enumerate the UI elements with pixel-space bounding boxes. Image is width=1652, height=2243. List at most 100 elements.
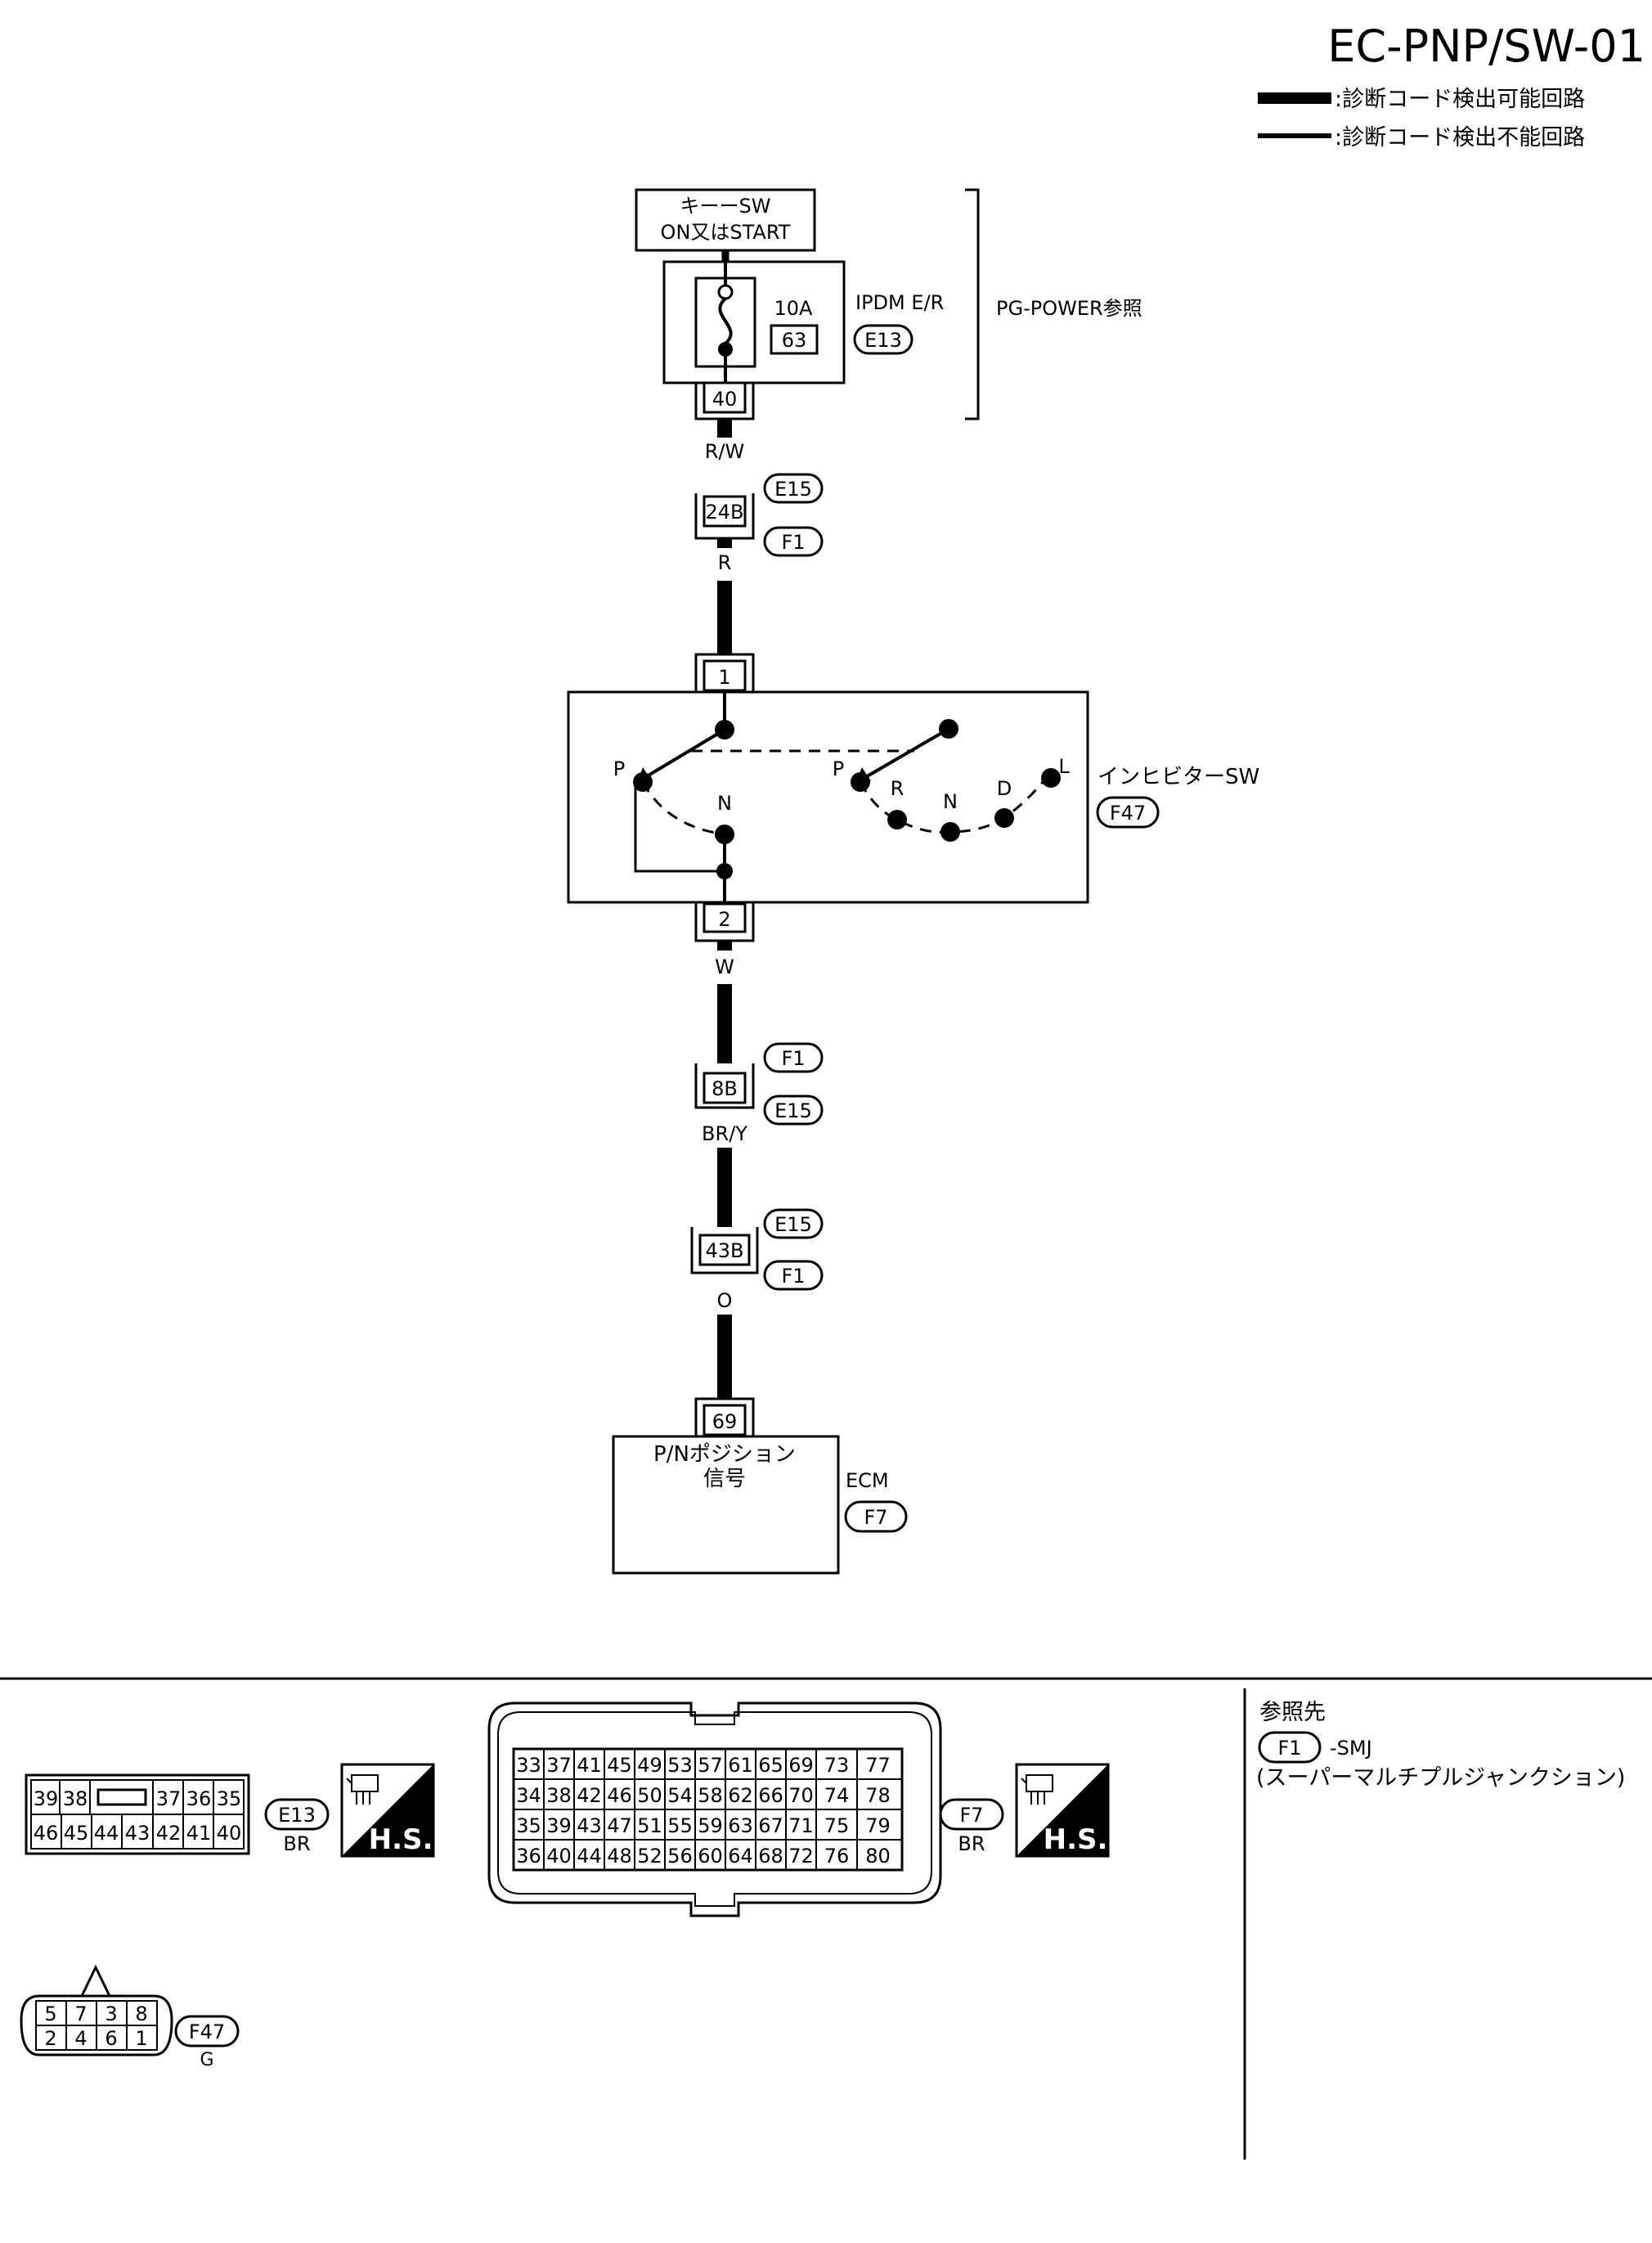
e13-pin-46: 46 [34,1822,59,1845]
junction-24b-bottom-badge[interactable] [763,526,824,557]
junction-24b-top-id: E15 [774,478,812,501]
e13-pin-45: 45 [64,1822,89,1845]
legend-undetectable-label: :診断コード検出不能回路 [1335,125,1585,151]
connector-e13: 39 38 37 36 35 46 45 44 43 42 41 40 E13 … [25,1763,435,1858]
f7-pin-55: 55 [667,1814,693,1837]
ecm-signal-label: P/Nポジション [653,1442,796,1467]
f7-pin-56: 56 [667,1845,693,1868]
junction-43b-top-badge[interactable] [763,1208,824,1239]
f7-pin-48: 48 [607,1845,632,1868]
reference-panel: 参照先 F1 -SMJ (スーパーマルチプルジャンクション) [1256,1700,1625,1791]
terminal-40-box [703,381,747,414]
legend-thin-line [1258,133,1331,138]
e13-pin-39: 39 [34,1787,59,1810]
ecm-pin-69: 69 [694,1397,755,1436]
inhibitor-n-label: N [943,790,958,813]
inhibitor-left-return-wire [634,780,725,873]
junction-8b-box [703,1072,747,1104]
f7-pin-60: 60 [698,1845,723,1868]
reference-smj-label: -SMJ [1330,1737,1372,1760]
inhibitor-pin-1-number: 1 [718,666,730,689]
inhibitor-connector-id: F47 [1110,802,1146,825]
harness-side-label: H.S. [369,1823,433,1856]
f7-pin-46: 46 [607,1784,632,1807]
inhibitor-d-contact [994,808,1014,828]
e13-pin-41: 41 [186,1822,212,1845]
e13-pin-43: 43 [125,1822,150,1845]
f47-pin-4: 4 [74,2027,87,2050]
junction-43b-bracket [690,1227,759,1274]
harness-side-label-f7: H.S. [1044,1823,1108,1856]
inhibitor-pin-1-box [703,659,747,692]
junction-24b-top-badge[interactable] [763,473,824,504]
connector-f7-housing-inner [497,1711,932,1907]
f7-pin-52: 52 [637,1845,662,1868]
inhibitor-connector-badge[interactable] [1096,796,1160,829]
pg-power-bracket [965,188,980,420]
fuse-rating: 10A [774,297,814,320]
inhibitor-right-arm [861,727,950,780]
reference-badge[interactable] [1258,1731,1322,1764]
connector-f47-housing [20,1994,173,2056]
e13-pin-40: 40 [217,1822,242,1845]
inhibitor-l-contact [1041,768,1061,788]
e13-pin-38: 38 [63,1787,88,1810]
inhibitor-pin-1: 1 [694,653,755,692]
f7-pin-66: 66 [758,1784,783,1807]
fuse-terminal-top [717,284,734,300]
f7-pin-74: 74 [824,1784,850,1807]
inhibitor-pin-2-box [703,902,747,933]
connector-e13-id: E13 [278,1804,316,1827]
inhibitor-left-arm [641,728,726,780]
inhibitor-d-label: D [997,777,1012,800]
f7-pin-80: 80 [865,1845,891,1868]
connector-f47-id: F47 [189,2020,225,2043]
connector-e13-badge[interactable] [264,1798,330,1831]
f7-pin-35: 35 [516,1814,541,1837]
f7-pin-33: 33 [516,1754,541,1777]
junction-24b-bottom-id: F1 [781,531,805,554]
connector-f7-id: F7 [959,1804,983,1827]
e13-pin-35: 35 [217,1787,242,1810]
f7-pin-37: 37 [546,1754,572,1777]
junction-24b: 24B E15 F1 [694,473,824,557]
f7-pin-68: 68 [758,1845,783,1868]
junction-43b: 43B E15 F1 [690,1208,824,1291]
inhibitor-left-n-label: N [717,792,732,815]
ecm-pin-69-number: 69 [712,1410,738,1433]
harness-side-icon-f7-triangle [1017,1764,1108,1856]
fuse-element-icon [718,297,733,345]
inhibitor-pin-1-bracket [694,653,755,692]
ipdm-connector-badge[interactable] [853,324,914,355]
fuse-number-box [770,324,819,355]
inhibitor-output-junction [716,863,733,879]
harness-side-icon: H.S. [340,1763,435,1858]
inhibitor-switch: P N P R N D L [567,690,1089,904]
inhibitor-r-contact [887,810,907,829]
junction-8b-bottom-badge[interactable] [763,1095,824,1126]
f7-pin-53: 53 [667,1754,693,1777]
f7-pin-45: 45 [607,1754,632,1777]
f7-pin-73: 73 [824,1754,850,1777]
connector-f7-badge[interactable] [939,1798,1004,1831]
inhibitor-left-travel-path [641,781,725,836]
wire-color-r: R [718,551,732,574]
f7-pin-44: 44 [577,1845,602,1868]
junction-43b-bottom-badge[interactable] [763,1260,824,1291]
connector-e13-key-slot [97,1788,147,1806]
f47-pin-6: 6 [105,2027,117,2050]
f7-pin-70: 70 [788,1784,814,1807]
junction-8b-top-badge[interactable] [763,1042,824,1073]
connector-f47-badge[interactable] [174,2015,240,2047]
reference-badge-id: F1 [1277,1737,1301,1760]
f7-pin-78: 78 [865,1784,891,1807]
ecm-box: P/Nポジション 信号 [612,1435,840,1575]
ecm-connector-badge[interactable] [844,1500,908,1533]
f7-pin-69: 69 [788,1754,814,1777]
connector-f7-grid-lines [514,1749,902,1870]
f7-pin-43: 43 [577,1814,602,1837]
f7-pin-79: 79 [865,1814,891,1837]
connector-f7-housing [487,1701,942,1917]
